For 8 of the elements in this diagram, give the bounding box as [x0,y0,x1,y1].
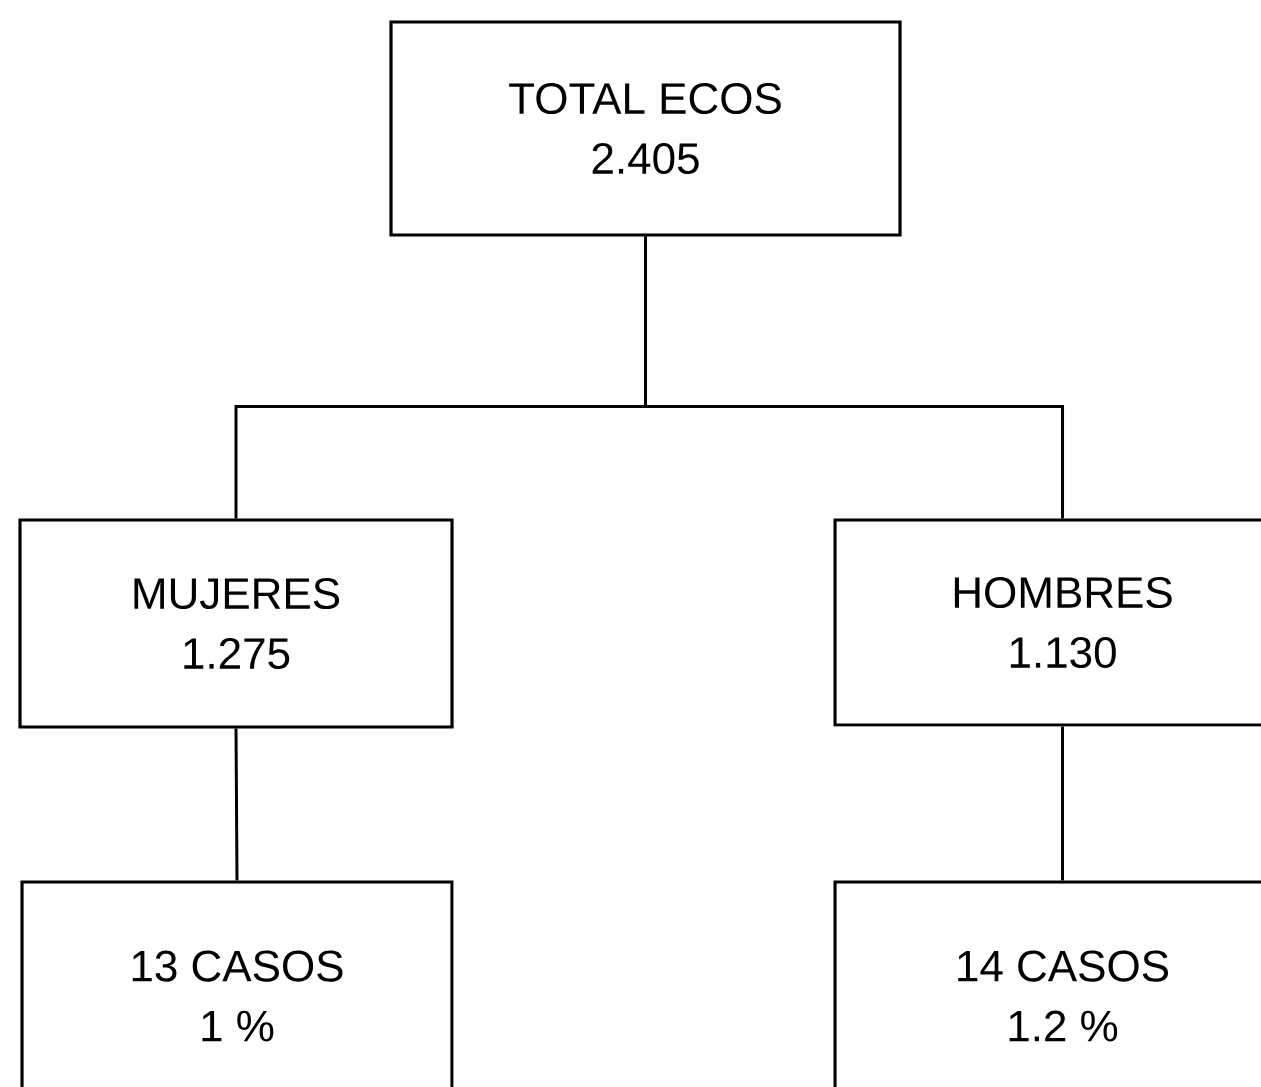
text-box: TOTAL ECOS 2.405 [389,20,902,237]
connector-line [1061,726,1064,881]
text-box: 14 CASOS 1.2 % [833,880,1261,1087]
text-box: MUJERES 1.275 [18,518,454,729]
connector-line [644,236,1064,519]
text-box: 13 CASOS 1 % [20,880,454,1087]
connector-line [234,728,239,881]
text-box: HOMBRES 1.130 [833,518,1261,727]
